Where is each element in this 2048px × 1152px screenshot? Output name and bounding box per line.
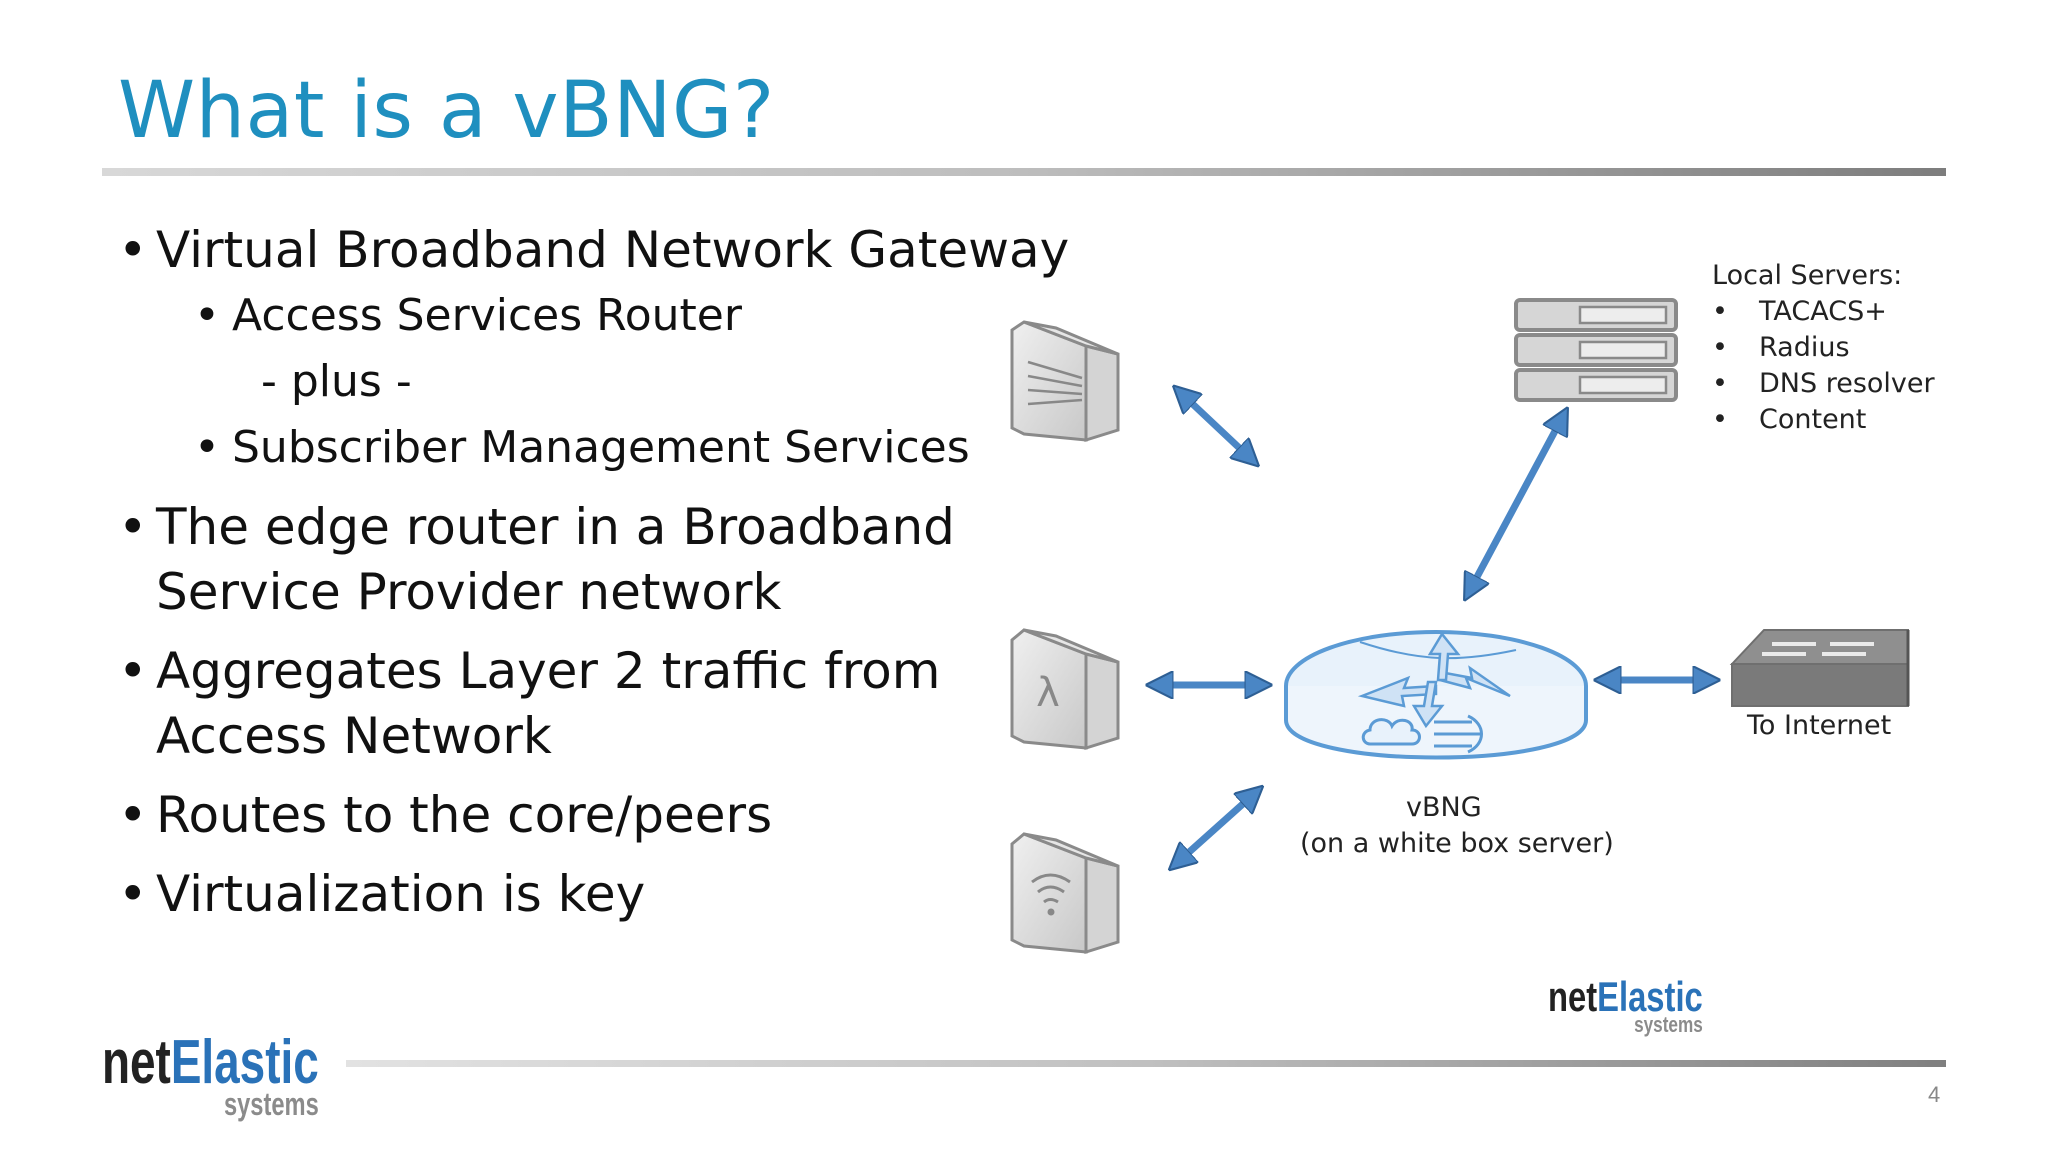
switch-icon [1729, 629, 1910, 707]
server-item: Radius [1712, 330, 1935, 366]
vbng-diagram: λ [990, 250, 1970, 990]
title-divider [102, 168, 1946, 176]
logo-net-text: net [102, 1028, 171, 1097]
slide-title: What is a vBNG? [118, 66, 775, 156]
local-servers-header: Local Servers: [1712, 260, 1903, 291]
wireless-access-icon [1010, 832, 1120, 955]
bullet-edge-router: The edge router in a Broadband Service P… [118, 495, 1078, 625]
plus-text: - plus - [261, 356, 412, 407]
bullet-aggregates-line1: Aggregates Layer 2 traffic from [156, 642, 941, 700]
router-icon [1284, 630, 1588, 760]
vbng-label: vBNG [1406, 792, 1482, 823]
connection-arrows [1158, 394, 1708, 862]
optical-lambda-icon: λ [1010, 628, 1120, 751]
footer-logo: netElastic systems [102, 1032, 319, 1122]
server-item: TACACS+ [1712, 294, 1935, 330]
lambda-symbol: λ [1036, 670, 1060, 716]
bullet-aggregates-line2: Access Network [156, 707, 552, 765]
diagram-logo: netElastic systems [1548, 976, 1703, 1036]
server-stack-icon [1514, 298, 1678, 402]
sub-bullet-subscriber-mgmt: Subscriber Management Services [118, 415, 1078, 481]
page-number: 4 [1928, 1082, 1941, 1107]
local-servers-list: Local Servers: TACACS+ Radius DNS resolv… [1712, 258, 1935, 438]
logo-elastic-text: Elastic [1597, 973, 1703, 1020]
footer-divider [346, 1060, 1946, 1067]
logo-systems-text: systems [1634, 1012, 1703, 1037]
bullet-routes: Routes to the core/peers [118, 783, 1078, 848]
diagram-graphics: λ [1010, 298, 1910, 955]
sub-bullet-access-router: Access Services Router [118, 283, 1078, 349]
bullet-list: Virtual Broadband Network Gateway Access… [118, 218, 1078, 927]
vbng-sublabel: (on a white box server) [1300, 828, 1614, 859]
bullet-edge-router-line2: Service Provider network [156, 563, 782, 621]
bullet-virtual-bng: Virtual Broadband Network Gateway [118, 218, 1078, 283]
to-internet-label: To Internet [1747, 710, 1892, 741]
bullet-edge-router-line1: The edge router in a Broadband [156, 498, 955, 556]
logo-elastic-text: Elastic [170, 1028, 319, 1097]
logo-systems-text: systems [223, 1086, 319, 1122]
server-item: Content [1712, 402, 1935, 438]
logo-net-text: net [1548, 973, 1598, 1020]
server-item: DNS resolver [1712, 366, 1935, 402]
fiber-access-icon [1010, 320, 1120, 443]
bullet-aggregates: Aggregates Layer 2 traffic from Access N… [118, 639, 1078, 769]
bullet-virtualization: Virtualization is key [118, 862, 1078, 927]
